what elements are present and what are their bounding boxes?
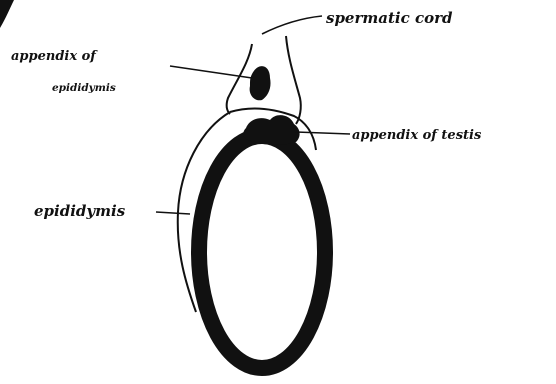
appendix-of-testis-blob bbox=[243, 115, 299, 145]
label-epididymis: epididymis bbox=[34, 202, 126, 220]
leader-spermatic-cord bbox=[262, 16, 322, 34]
label-spermatic-cord: spermatic cord bbox=[326, 9, 453, 27]
label-appendix-of-epididymis-line1: appendix of bbox=[11, 49, 98, 64]
leader-epididymis bbox=[156, 212, 190, 214]
spermatic-cord-right bbox=[286, 36, 301, 124]
testis bbox=[199, 136, 325, 368]
leader-appendix-of-testis bbox=[296, 132, 350, 134]
label-appendix-of-epididymis-line2: epididymis bbox=[52, 82, 116, 94]
spermatic-cord bbox=[227, 44, 252, 114]
label-appendix-of-testis: appendix of testis bbox=[352, 128, 482, 143]
appendix-of-epididymis-blob bbox=[250, 66, 271, 100]
leader-appendix-of-epididymis bbox=[170, 66, 252, 78]
corner-mark bbox=[0, 0, 14, 28]
